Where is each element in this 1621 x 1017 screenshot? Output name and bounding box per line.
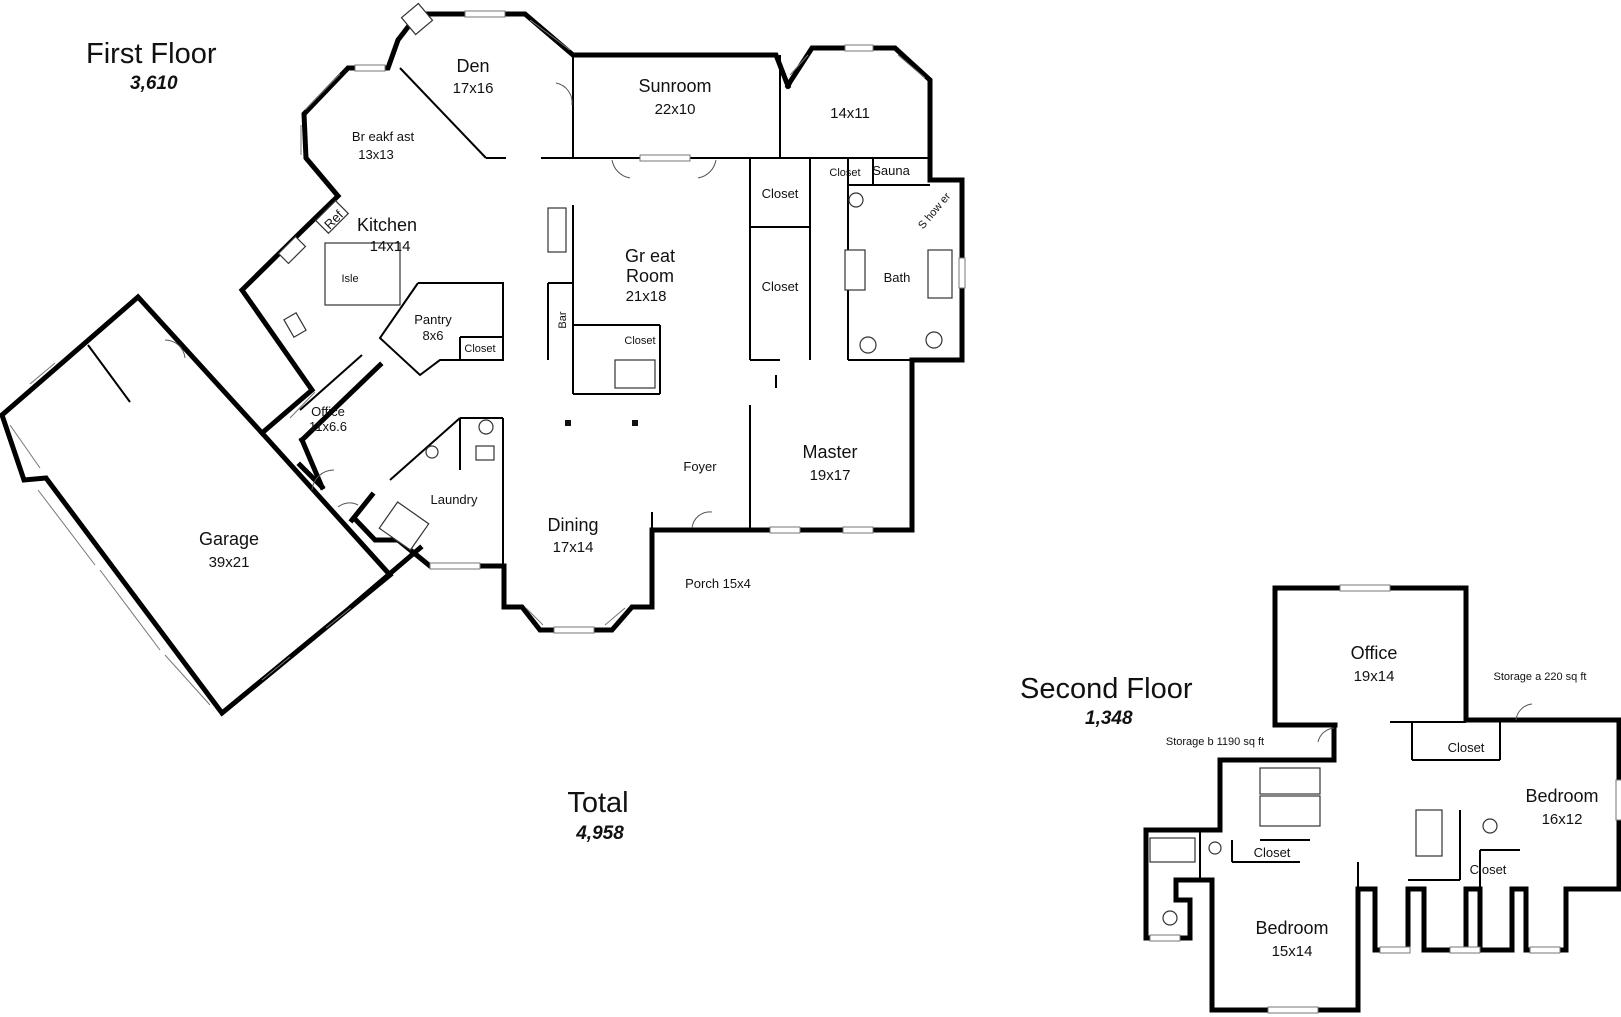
first-floor-area: 3,610 [130,73,178,94]
dining-label: Dining [547,515,598,535]
pantry-dims: 8x6 [423,328,444,343]
total-title: Total [567,787,628,819]
great-room-label-line1: Gr eat [625,246,675,266]
hall-closet-2-label: Closet [762,279,799,294]
sauna-closet-label: Closet [829,167,860,179]
first-floor-windows [289,2,966,634]
kitchen-dims: 14x14 [370,238,411,255]
second-office-dims: 19x14 [1354,668,1395,685]
room-14x11-dims: 14x11 [830,105,870,122]
total-area: 4,958 [575,823,624,844]
first-floor-title: First Floor [86,38,217,70]
breakfast-label: Br eakf ast [352,129,415,144]
den-label: Den [456,56,489,76]
office-label: Office [311,404,345,419]
laundry-label: Laundry [431,492,478,507]
garage-label: Garage [199,529,259,549]
master-dims: 19x17 [810,467,851,484]
sauna-label: Sauna [872,163,910,178]
hall-closet-1-label: Closet [762,186,799,201]
storage-b-label: Storage b 1190 sq ft [1166,736,1264,748]
bedroom-right-dims: 16x12 [1542,811,1583,828]
great-room-dims: 21x18 [626,288,667,305]
office-dims: 11x6.6 [309,419,347,434]
dining-dims: 17x14 [553,539,594,556]
interior-walls [299,55,930,566]
master-label: Master [802,442,857,462]
second-floor-plan [1143,584,1621,1014]
isle-label: Isle [341,273,358,285]
great-room-label-line2: Room [626,266,674,286]
bedroom-left-label: Bedroom [1255,918,1328,938]
second-floor-area: 1,348 [1085,708,1133,729]
den-dims: 17x16 [453,80,494,97]
storage-a-label: Storage a 220 sq ft [1494,671,1587,683]
bedroom-left-dims: 15x14 [1272,943,1313,960]
kitchen-label: Kitchen [357,215,417,235]
pantry-closet-label: Closet [464,343,495,355]
bar-label: Bar [557,311,569,328]
breakfast-dims: 13x13 [358,147,393,162]
second-office-label: Office [1351,643,1398,663]
porch-label: Porch 15x4 [685,576,751,591]
second-floor-title: Second Floor [1020,673,1193,705]
closet-upper-label: Closet [1448,740,1485,755]
closet-left-label: Closet [1254,845,1291,860]
bath-label: Bath [884,270,911,285]
bedroom-right-label: Bedroom [1525,786,1598,806]
first-floor-plan [0,2,966,717]
foyer-label: Foyer [683,459,717,474]
sunroom-dims: 22x10 [655,101,696,118]
pantry-label: Pantry [414,312,452,327]
sunroom-label: Sunroom [638,76,711,96]
first-floor-doors [311,82,717,529]
garage-dims: 39x21 [209,554,250,571]
garage-walls [0,293,394,717]
first-floor-fixtures [277,192,953,551]
closet-right-label: Closet [1470,862,1507,877]
stair-closet-label: Closet [624,335,655,347]
shower-label: S how er [916,190,953,231]
